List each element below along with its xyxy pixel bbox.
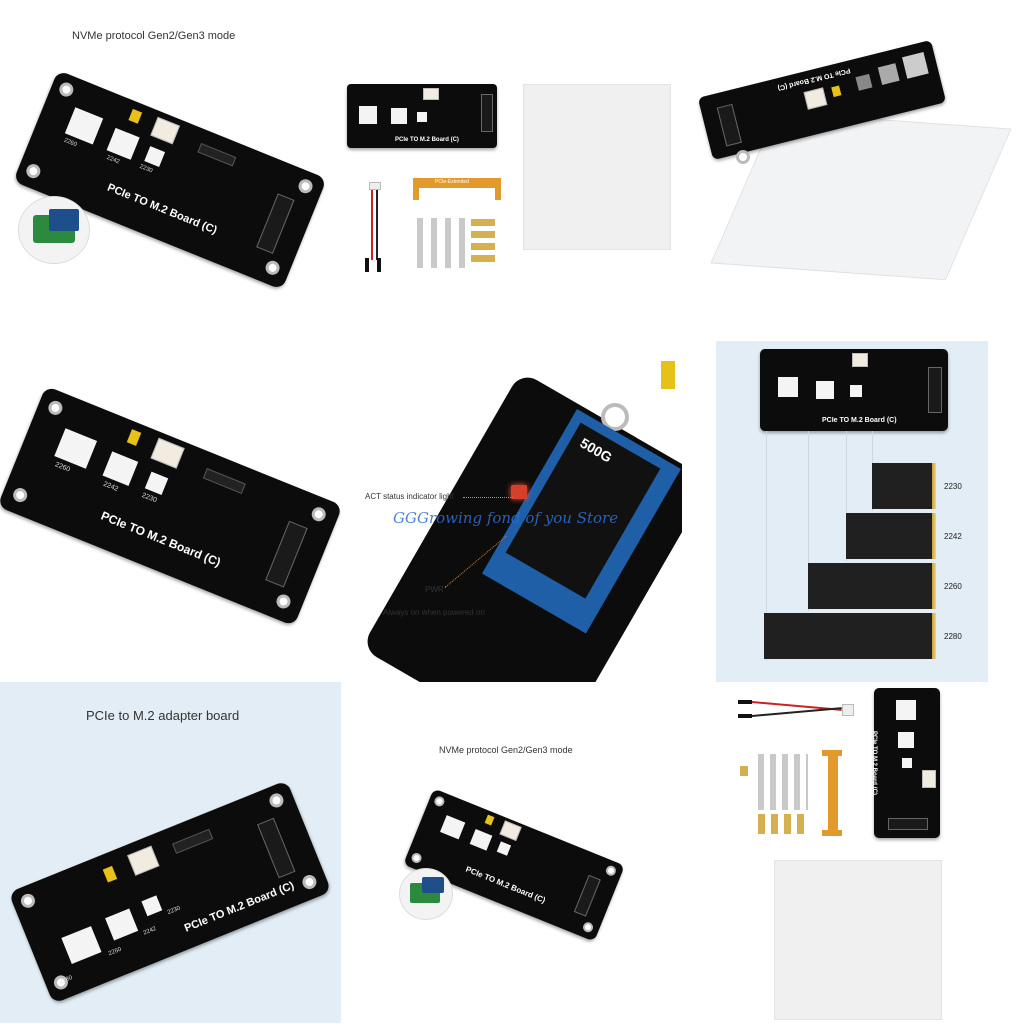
ssd-2260 xyxy=(808,563,932,609)
m2-slot xyxy=(928,367,942,413)
product-image-7: PCIe to M.2 adapter board 2260 2242 2230… xyxy=(0,682,341,1023)
cutout xyxy=(778,377,798,397)
guide-line xyxy=(808,431,809,611)
ssd-contacts xyxy=(932,463,936,509)
led-indicators xyxy=(511,485,527,499)
ssd-contacts xyxy=(932,613,936,659)
ribbon-label: PCIe-Extended xyxy=(435,179,469,185)
cutout xyxy=(898,732,914,748)
ssd-2230 xyxy=(872,463,932,509)
product-image-9: PCIe TO M.2 Board (C) xyxy=(682,682,1023,1023)
board-label: PCIe TO M.2 Board (C) xyxy=(870,731,877,795)
adapter-board xyxy=(0,385,341,627)
power-connector xyxy=(852,353,868,367)
acrylic-plate xyxy=(774,860,942,1020)
acrylic-plate xyxy=(523,84,671,250)
cutout xyxy=(902,758,912,768)
adapter-board xyxy=(403,788,625,942)
power-connector xyxy=(922,770,936,788)
ssd-size-label: 2260 xyxy=(944,582,962,591)
product-image-2: PCIe TO M.2 Board (C) PCIe-Extended xyxy=(341,0,682,341)
cutout xyxy=(896,700,916,720)
screws-and-standoffs xyxy=(740,754,810,836)
power-cable xyxy=(738,696,858,726)
ssd-contacts xyxy=(932,563,936,609)
caption-adapter-board: PCIe to M.2 adapter board xyxy=(86,708,240,723)
caption-nvme-mode: NVMe protocol Gen2/Gen3 mode xyxy=(72,30,236,42)
guide-line xyxy=(846,431,847,561)
store-watermark: GGGrowing fond of you Store xyxy=(393,509,619,527)
ssd-2280 xyxy=(764,613,932,659)
board-photo: 2260 2242 2230 PCIe TO M.2 Board (C) xyxy=(0,385,341,627)
power-connector xyxy=(423,88,439,100)
pin-header xyxy=(661,361,675,389)
cutout xyxy=(816,381,834,399)
board-label: PCIe TO M.2 Board (C) xyxy=(395,137,459,143)
ssd-size-label: 2242 xyxy=(944,532,962,541)
product-image-8: NVMe protocol Gen2/Gen3 mode PCIe TO M.2… xyxy=(341,682,682,1023)
ssd-size-label: 2230 xyxy=(944,482,962,491)
board-photo: PCIe TO M.2 Board (C) xyxy=(403,788,625,942)
caption-nvme-mode: NVMe protocol Gen2/Gen3 mode xyxy=(439,745,573,755)
standoff xyxy=(736,150,750,164)
pwr-led-desc: Always on when powered on xyxy=(383,608,485,617)
power-cable xyxy=(359,182,389,274)
product-image-4: 2260 2242 2230 PCIe TO M.2 Board (C) xyxy=(0,341,341,682)
ssd-size-label: 2280 xyxy=(944,632,962,641)
pi-with-board-thumbnail xyxy=(18,196,90,264)
cutout xyxy=(359,106,377,124)
ribbon-cable: PCIe-Extended xyxy=(413,174,501,200)
ribbon-cable xyxy=(822,750,842,836)
cutout xyxy=(850,385,862,397)
product-image-5: 500G ACT status indicator light PWR Alwa… xyxy=(341,341,682,682)
cutout xyxy=(417,112,427,122)
act-led-label: ACT status indicator light xyxy=(365,492,454,501)
pwr-led-label: PWR xyxy=(425,585,444,594)
screws-and-standoffs xyxy=(417,218,503,274)
adapter-stack xyxy=(422,877,444,893)
mount-hole xyxy=(601,403,629,431)
product-image-3: PCIe TO M.2 Board (C) xyxy=(682,0,1023,341)
m2-slot xyxy=(481,94,493,132)
board-label: PCIe TO M.2 Board (C) xyxy=(822,417,897,424)
cutout xyxy=(391,108,407,124)
guide-line xyxy=(766,431,767,661)
product-image-6: PCIe TO M.2 Board (C) 2230 2242 2260 228… xyxy=(682,341,1023,682)
act-pointer-line xyxy=(463,497,513,498)
ssd-2242 xyxy=(846,513,932,559)
adapter-stack xyxy=(49,209,79,231)
ssd-contacts xyxy=(932,513,936,559)
m2-slot xyxy=(888,818,928,830)
board-photo: 2260 2242 2230 2280 PCIe TO M.2 Board (C… xyxy=(8,780,332,1004)
product-image-1: NVMe protocol Gen2/Gen3 mode 2260 2242 2… xyxy=(0,0,341,341)
pi-with-board-thumbnail xyxy=(399,868,453,920)
